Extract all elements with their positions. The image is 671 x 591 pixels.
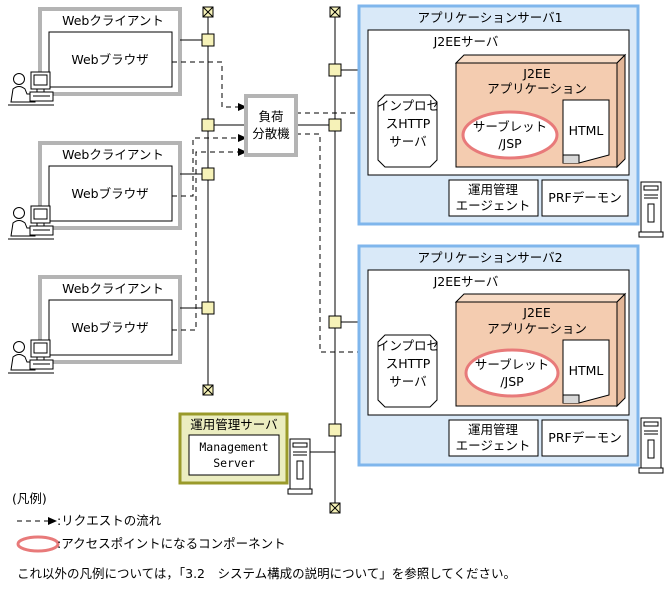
j2ee-server-label: J2EEサーバ — [433, 34, 499, 49]
j2ee-server-label: J2EEサーバ — [433, 274, 499, 289]
web-client-title: Webクライアント — [62, 13, 164, 28]
inprocess-line2: スHTTP — [386, 356, 431, 371]
legend-request-flow: :リクエストの流れ — [57, 513, 162, 528]
web-client-1: Webクライアント Webブラウザ — [38, 7, 182, 96]
network-node — [201, 33, 215, 47]
inprocess-line3: サーバ — [389, 374, 426, 389]
network-terminator-icon — [329, 502, 341, 514]
legend-note: これ以外の凡例については，「3.2 システム構成の説明について」を参照してくださ… — [17, 566, 516, 581]
servlet-line2: /JSP — [500, 374, 524, 389]
access-point-ellipse — [461, 110, 559, 160]
inprocess-line1: インプロセ — [377, 338, 439, 353]
network-terminator-icon — [202, 384, 214, 396]
network-node — [201, 301, 215, 315]
html-doc-label: HTML — [569, 363, 604, 378]
load-balancer-line2: 分散機 — [252, 126, 290, 141]
servlet-line2: /JSP — [498, 136, 522, 151]
legend-heading: (凡例) — [12, 491, 47, 506]
network-node — [201, 118, 215, 132]
application-server-1: アプリケーションサーバ1 J2EEサーバ J2EE アプリケーション インプロセ… — [357, 4, 640, 226]
servlet-line1: サーブレット — [473, 119, 547, 134]
legend: (凡例) :リクエストの流れ :アクセスポイントになるコンポーネント これ以外の… — [12, 491, 516, 581]
server-tower-icon — [638, 181, 664, 238]
web-client-title: Webクライアント — [62, 147, 164, 162]
servlet-line1: サーブレット — [475, 357, 549, 372]
network-terminator-icon — [202, 6, 214, 18]
legend-access-point: :アクセスポイントになるコンポーネント — [57, 536, 286, 551]
web-browser-label: Webブラウザ — [71, 186, 148, 201]
network-node — [328, 63, 342, 77]
html-doc-label: HTML — [569, 123, 604, 138]
inprocess-line1: インプロセ — [377, 98, 439, 113]
access-point-ellipse — [464, 348, 560, 398]
network-node — [328, 315, 342, 329]
load-balancer: 負荷 分散機 — [244, 94, 298, 157]
agent-line1: 運用管理 — [468, 422, 519, 437]
app-server-title: アプリケーションサーバ2 — [417, 250, 562, 265]
mgmt-server-title: 運用管理サーバ — [190, 417, 277, 432]
client-pc-icon — [7, 339, 55, 374]
agent-line1: 運用管理 — [468, 182, 519, 197]
agent-line2: エージェント — [456, 198, 531, 213]
j2ee-app-line1: J2EE — [522, 66, 551, 81]
web-client-3: Webクライアント Webブラウザ — [38, 275, 182, 364]
j2ee-app-line2: アプリケーション — [487, 321, 587, 336]
network-node — [328, 423, 342, 437]
server-tower-icon — [638, 417, 664, 474]
legend-access-ellipse — [16, 535, 60, 553]
network-node — [328, 118, 342, 132]
inprocess-line3: サーバ — [389, 134, 426, 149]
client-pc-icon — [7, 71, 55, 106]
web-browser-label: Webブラウザ — [71, 52, 148, 67]
app-server-title: アプリケーションサーバ1 — [417, 10, 562, 25]
network-terminator-icon — [329, 6, 341, 18]
network-node — [201, 167, 215, 181]
load-balancer-line1: 負荷 — [258, 109, 283, 124]
server-tower-icon — [287, 438, 313, 495]
agent-line2: エージェント — [456, 438, 531, 453]
client-pc-icon — [7, 205, 55, 240]
mgmt-server-line2: Server — [213, 456, 255, 470]
application-server-2: アプリケーションサーバ2 J2EEサーバ J2EE アプリケーション インプロセ… — [357, 244, 640, 467]
prf-daemon-label: PRFデーモン — [548, 430, 621, 445]
web-client-title: Webクライアント — [62, 281, 164, 296]
mgmt-server-line1: Management — [199, 440, 268, 454]
web-client-2: Webクライアント Webブラウザ — [38, 141, 182, 230]
prf-daemon-label: PRFデーモン — [548, 190, 621, 205]
inprocess-line2: スHTTP — [386, 116, 431, 131]
management-server: 運用管理サーバ Management Server — [178, 412, 289, 485]
j2ee-app-line2: アプリケーション — [487, 81, 587, 96]
j2ee-app-line1: J2EE — [522, 305, 551, 320]
web-browser-label: Webブラウザ — [71, 320, 148, 335]
